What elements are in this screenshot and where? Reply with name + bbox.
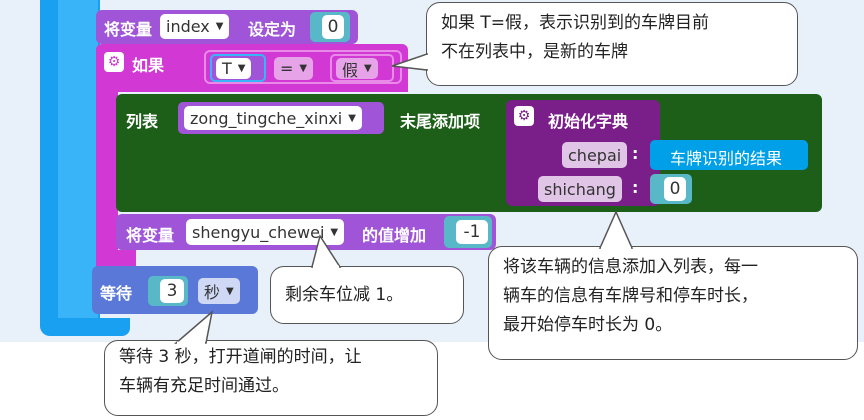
var-dropdown-index[interactable]: index ▼ [160, 14, 230, 39]
gear-icon[interactable]: ⚙ [104, 52, 124, 72]
number-field-wait[interactable]: 3 [160, 279, 184, 303]
bool-block-false[interactable]: 假 ▼ [330, 54, 394, 82]
wait-block[interactable]: 等待 3 秒 ▼ [92, 266, 258, 314]
list-label: 列表 [126, 112, 159, 131]
number-block-minus1[interactable]: -1 [444, 216, 492, 248]
plate-result-text: 车牌识别的结果 [670, 149, 783, 168]
annotation-decrement-text: 剩余车位减 1。 [285, 285, 404, 305]
annotation-append-line3: 最开始停车时长为 0。 [503, 315, 673, 335]
var-name-T: T [222, 59, 232, 78]
dict-key-chepai[interactable]: chepai [562, 142, 628, 168]
time-unit-value: 秒 [204, 283, 221, 302]
annotation-wait: 等待 3 秒，打开道闸的时间，让 车辆有充足时间通过。 [104, 340, 438, 416]
var-block-T[interactable]: T ▼ [210, 54, 266, 82]
var-name-index: index [166, 17, 210, 36]
number-field-0[interactable]: 0 [322, 15, 344, 39]
set-var-label: 将变量 [104, 20, 153, 39]
if-block[interactable]: ⚙ 如果 T ▼ = ▼ 假 ▼ [96, 44, 408, 92]
operator-dropdown[interactable]: = ▼ [274, 57, 314, 80]
annotation-decrement-pointer [311, 234, 342, 269]
bool-dropdown[interactable]: 假 ▼ [336, 58, 378, 80]
annotation-wait-line1: 等待 3 秒，打开道闸的时间，让 [119, 347, 362, 367]
annotation-decrement: 剩余车位减 1。 [270, 266, 464, 324]
number-block-wait[interactable]: 3 [148, 276, 188, 306]
inc-var-name: shengyu_chewei [192, 222, 325, 242]
list-var-block[interactable]: zong_tingche_xinxi ▼ [178, 102, 384, 134]
chevron-down-icon: ▼ [237, 63, 246, 74]
annotation-condition: 如果 T=假，表示识别到的车牌目前 不在列表中，是新的车牌 [426, 2, 798, 86]
inc-var-label: 将变量 [126, 226, 175, 245]
increment-block[interactable]: 将变量 shengyu_chewei ▼ 的值增加 -1 [116, 214, 496, 250]
compare-block[interactable]: T ▼ = ▼ 假 ▼ [204, 50, 402, 84]
colon-2: : [632, 178, 639, 197]
gear-icon[interactable]: ⚙ [514, 106, 534, 126]
set-to-label: 设定为 [248, 20, 297, 39]
dict-label: 初始化字典 [548, 112, 629, 131]
annotation-wait-line2: 车辆有充足时间通过。 [119, 376, 289, 396]
annotation-condition-line2: 不在列表中，是新的车牌 [441, 42, 628, 62]
outer-loop-inner-edge [58, 0, 98, 318]
number-block-shichang[interactable]: 0 [650, 174, 692, 204]
chevron-down-icon: ▼ [299, 63, 308, 74]
colon-1: : [632, 144, 639, 163]
list-var-name: zong_tingche_xinxi [190, 108, 343, 128]
number-field-shichang[interactable]: 0 [664, 177, 686, 201]
number-field-minus1[interactable]: -1 [456, 220, 488, 244]
annotation-condition-line1: 如果 T=假，表示识别到的车牌目前 [441, 13, 710, 33]
annotation-append-line2: 辆车的信息有车牌号和停车时长， [503, 286, 758, 306]
chevron-down-icon: ▼ [364, 63, 372, 74]
chevron-down-icon: ▼ [226, 285, 234, 297]
if-block-rail [96, 92, 118, 272]
annotation-append: 将该车辆的信息添加入列表，每一 辆车的信息有车牌号和停车时长， 最开始停车时长为… [488, 246, 858, 360]
bool-value: 假 [342, 60, 359, 80]
inc-var-dropdown[interactable]: shengyu_chewei ▼ [186, 219, 345, 245]
wait-label: 等待 [100, 284, 133, 303]
if-label: 如果 [132, 56, 165, 75]
text-block-plate[interactable]: 车牌识别的结果 [650, 140, 808, 170]
annotation-wait-pointer [173, 310, 214, 345]
var-dropdown-T[interactable]: T ▼ [216, 58, 252, 79]
outer-loop-bottom [60, 318, 130, 336]
inc-label: 的值增加 [362, 226, 427, 245]
annotation-append-line1: 将该车辆的信息添加入列表，每一 [503, 257, 758, 277]
append-label: 末尾添加项 [400, 112, 481, 131]
dict-key-shichang[interactable]: shichang [538, 176, 622, 202]
chevron-down-icon: ▼ [215, 21, 224, 32]
annotation-append-pointer [598, 210, 634, 250]
list-var-dropdown[interactable]: zong_tingche_xinxi ▼ [184, 106, 362, 130]
annotation-condition-pointer [391, 52, 429, 71]
operator-value: = [280, 59, 294, 78]
chevron-down-icon: ▼ [348, 112, 356, 124]
set-index-block[interactable]: 将变量 index ▼ 设定为 0 [96, 10, 358, 44]
chevron-down-icon: ▼ [330, 226, 339, 238]
time-unit-dropdown[interactable]: 秒 ▼ [198, 278, 240, 304]
number-block-0[interactable]: 0 [310, 12, 350, 42]
